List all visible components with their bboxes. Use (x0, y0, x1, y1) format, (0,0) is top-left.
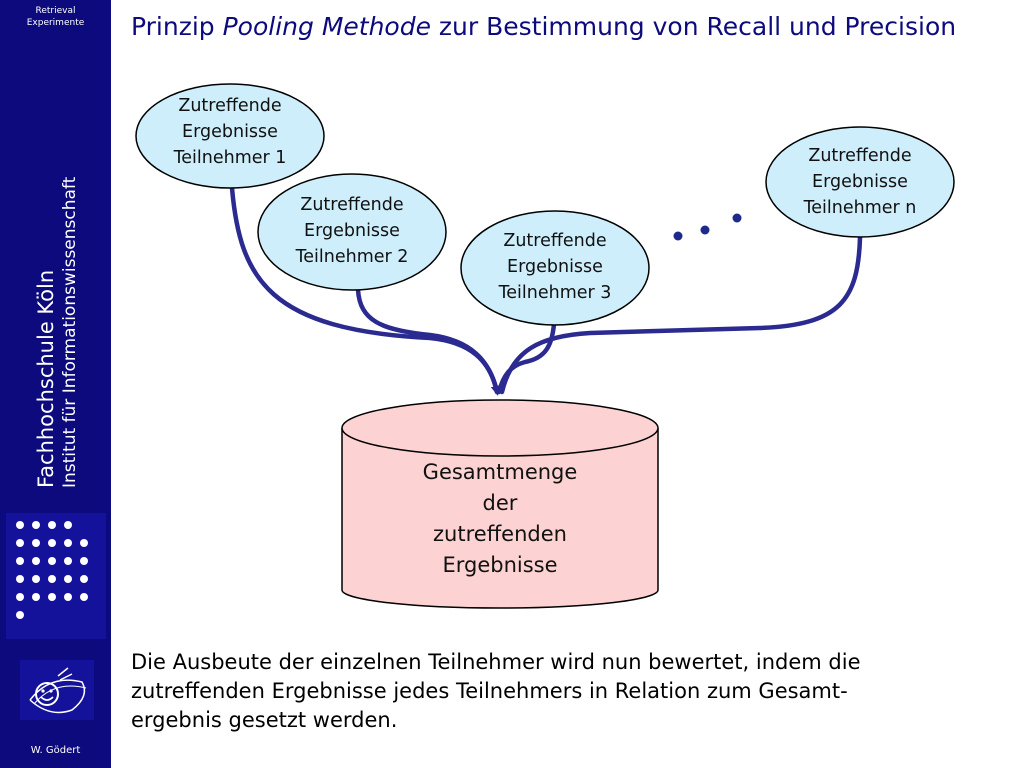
dot-decoration (16, 539, 24, 547)
sidebar-course-label: Retrieval Experimente (26, 6, 85, 28)
participant-n-label: Zutreffende Ergebnisse Teilnehmer n (803, 146, 917, 218)
dot-decoration (48, 521, 56, 529)
author-name: W. Gödert (30, 745, 81, 756)
dot-decoration (32, 557, 40, 565)
dot-decoration (16, 593, 24, 601)
smiley-logo-icon (20, 660, 94, 720)
dot-decoration (48, 557, 56, 565)
dot-decoration (48, 539, 56, 547)
dot-decoration (32, 593, 40, 601)
participant-1-label: Zutreffende Ergebnisse Teilnehmer 1 (173, 96, 287, 168)
pool-label: Gesamtmenge der zutreffenden Ergebnisse (422, 460, 578, 577)
dot-decoration (32, 521, 40, 529)
dot-decoration (16, 575, 24, 583)
dot-decoration (64, 539, 72, 547)
dot-decoration (16, 521, 24, 529)
connector-participant-n (499, 235, 863, 395)
connector-participant-2 (355, 287, 500, 395)
dot-pattern-decoration (6, 513, 106, 639)
participant-n-ellipse (765, 126, 955, 238)
dot-decoration (16, 611, 24, 619)
title-prefix: Prinzip (131, 12, 223, 41)
participant-2-label: Zutreffende Ergebnisse Teilnehmer 2 (295, 195, 409, 267)
title-suffix: zur Bestimmung von Recall und Precision (430, 12, 957, 41)
ellipsis-dot (732, 213, 742, 223)
ellipsis-dot (673, 231, 683, 241)
dot-decoration (64, 593, 72, 601)
title-emphasis: Pooling Methode (222, 12, 431, 41)
ellipsis-dot (700, 225, 710, 235)
dot-decoration (32, 539, 40, 547)
sidebar: Retrieval Experimente Fachhochschule Köl… (0, 0, 111, 768)
dot-decoration (32, 575, 40, 583)
participant-1-ellipse (135, 83, 325, 189)
participant-3-label: Zutreffende Ergebnisse Teilnehmer 3 (498, 231, 612, 303)
pool-cylinder-top (341, 399, 659, 457)
dot-decoration (64, 575, 72, 583)
dot-decoration (64, 557, 72, 565)
participant-2-ellipse (257, 173, 447, 291)
dot-decoration (80, 575, 88, 583)
participant-3-ellipse (460, 210, 650, 326)
dot-decoration (80, 539, 88, 547)
description-text: Die Ausbeute der einzelnen Teilnehmer wi… (131, 650, 861, 732)
pool-cylinder-body (341, 428, 659, 609)
dot-decoration (48, 575, 56, 583)
slide-title: Prinzip Pooling Methode zur Bestimmung v… (131, 12, 956, 41)
dot-decoration (48, 593, 56, 601)
dot-decoration (64, 521, 72, 529)
dot-decoration (16, 557, 24, 565)
dot-decoration (80, 593, 88, 601)
dot-decoration (80, 557, 88, 565)
